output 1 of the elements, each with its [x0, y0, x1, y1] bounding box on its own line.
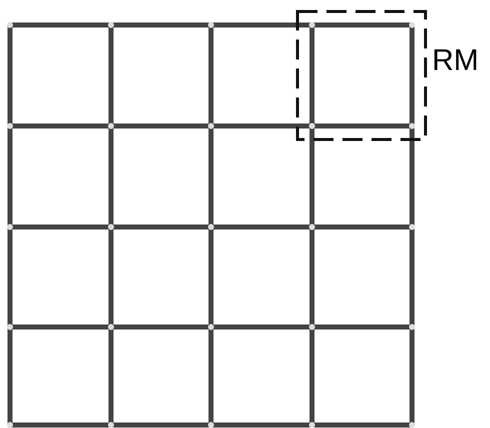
region-label: RM — [432, 46, 479, 76]
